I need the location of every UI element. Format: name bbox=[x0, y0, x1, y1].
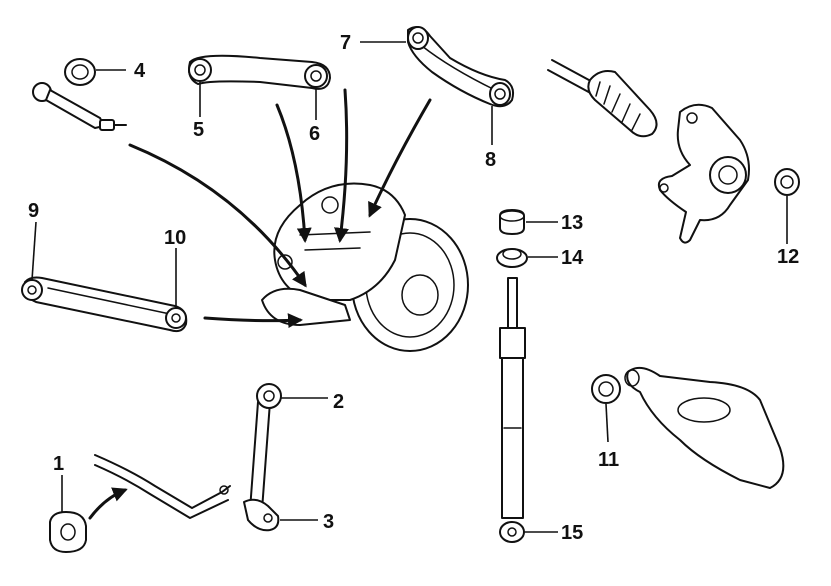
callout-8: 8 bbox=[485, 149, 496, 171]
part-2-3-drop-link bbox=[243, 383, 282, 532]
part-1-bushing bbox=[49, 511, 87, 553]
callout-1: 1 bbox=[53, 453, 64, 475]
leader-lines bbox=[31, 41, 788, 533]
part-9-10-lower-link bbox=[21, 276, 188, 333]
callout-15: 15 bbox=[561, 522, 583, 544]
callout-5: 5 bbox=[193, 119, 204, 141]
part-13-shock-bushing bbox=[499, 209, 525, 235]
callout-2: 2 bbox=[333, 391, 344, 413]
part-7-8-camber-arm bbox=[407, 26, 515, 108]
callout-11: 11 bbox=[598, 449, 619, 471]
callout-14: 14 bbox=[561, 247, 584, 269]
driveshaft-boot bbox=[547, 59, 658, 138]
callout-7: 7 bbox=[340, 32, 351, 54]
assembly-pointer-lines bbox=[88, 88, 432, 520]
callout-12: 12 bbox=[777, 246, 799, 268]
part-11-bushing bbox=[591, 374, 621, 404]
part-14-shock-mount bbox=[496, 248, 528, 268]
part-4-bushing bbox=[64, 58, 96, 86]
part-4-stabilizer-link bbox=[32, 82, 127, 131]
callout-9: 9 bbox=[28, 200, 39, 222]
part-1-stabilizer-bar bbox=[94, 454, 231, 519]
callout-10: 10 bbox=[164, 227, 186, 249]
wheel-carrier bbox=[657, 103, 750, 244]
callout-6: 6 bbox=[309, 123, 320, 145]
callout-13: 13 bbox=[561, 212, 583, 234]
callout-4: 4 bbox=[134, 60, 146, 82]
part-11-lower-control-arm bbox=[624, 366, 785, 489]
callout-3: 3 bbox=[323, 511, 334, 533]
part-5-6-upper-control-arm bbox=[188, 54, 331, 90]
part-15-shock-absorber bbox=[499, 277, 526, 543]
part-12-bushing bbox=[774, 168, 800, 196]
